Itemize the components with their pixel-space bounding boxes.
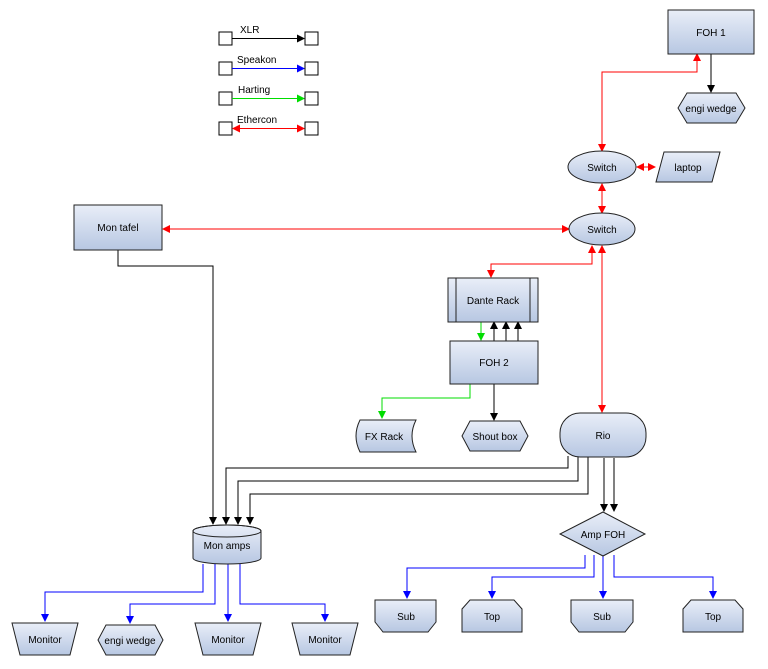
legend-harting-label: Harting <box>238 85 270 96</box>
node-mon-amps[interactable]: Mon amps <box>192 524 262 565</box>
node-amp-foh[interactable]: Amp FOH <box>558 511 647 557</box>
node-engi-wedge-bottom[interactable]: engi wedge <box>97 624 164 656</box>
node-monitor-2[interactable]: Monitor <box>194 622 262 656</box>
node-monitor-3-label: Monitor <box>308 635 342 646</box>
link-monamps-monitor1 <box>41 564 204 622</box>
link-montafel-monamps <box>117 250 217 525</box>
node-dante-rack-label: Dante Rack <box>467 296 520 307</box>
node-dante-rack-shape <box>447 277 539 323</box>
legend-speakon-target-box <box>304 61 319 76</box>
node-laptop-shape <box>655 151 721 183</box>
legend-harting: Harting <box>218 85 319 106</box>
node-foh1-label: FOH 1 <box>696 28 726 39</box>
link-ampfoh-top2 <box>613 555 717 599</box>
node-shout-box-shape <box>461 420 529 452</box>
node-fx-rack[interactable]: FX Rack <box>355 419 417 453</box>
connectors <box>41 53 717 624</box>
node-amp-foh-shape <box>558 511 647 557</box>
legend: XLR Speakon Harting Ethercon <box>218 25 319 136</box>
legend-xlr: XLR <box>218 25 319 46</box>
node-switch-1-shape <box>567 150 637 184</box>
node-mon-amps-top-rim <box>192 524 262 538</box>
node-sub-1-shape <box>374 599 437 633</box>
node-monitor-2-shape <box>194 622 262 656</box>
node-engi-wedge-bottom-shape <box>97 624 164 656</box>
node-rio[interactable]: Rio <box>559 412 647 458</box>
legend-ethercon: Ethercon <box>218 115 319 136</box>
link-ampfoh-top1 <box>488 555 595 599</box>
link-rio-monamps-2 <box>234 456 579 525</box>
legend-xlr-target-box <box>304 31 319 46</box>
node-monitor-1-label: Monitor <box>28 635 62 646</box>
node-monitor-3[interactable]: Monitor <box>291 622 359 656</box>
legend-speakon: Speakon <box>218 55 319 76</box>
node-switch-1-label: Switch <box>587 163 616 174</box>
node-sub-2[interactable]: Sub <box>570 599 634 633</box>
legend-xlr-source-box <box>218 31 233 46</box>
node-mon-tafel-shape <box>73 204 163 251</box>
node-top-2-shape <box>682 599 744 633</box>
link-foh1-switch1 <box>598 53 701 152</box>
legend-ethercon-label: Ethercon <box>237 115 277 126</box>
node-monitor-1-shape <box>11 622 79 656</box>
node-engi-wedge-top-shape <box>677 92 746 124</box>
legend-ethercon-target-box <box>304 121 319 136</box>
legend-harting-target-box <box>304 91 319 106</box>
node-foh2[interactable]: FOH 2 <box>449 340 539 385</box>
node-foh2-label: FOH 2 <box>479 358 509 369</box>
node-top-1[interactable]: Top <box>461 599 523 633</box>
node-fx-rack-label: FX Rack <box>365 432 404 443</box>
node-rio-shape <box>559 412 647 458</box>
node-switch-2[interactable]: Switch <box>568 212 636 246</box>
node-fx-rack-shape <box>355 419 417 453</box>
legend-ethercon-source-box <box>218 121 233 136</box>
link-rio-monamps-1 <box>222 456 569 525</box>
node-foh1[interactable]: FOH 1 <box>667 9 755 55</box>
link-monamps-monitor3 <box>239 564 329 622</box>
node-laptop-label: laptop <box>674 163 702 174</box>
node-sub-1-label: Sub <box>397 612 415 623</box>
node-top-2-label: Top <box>705 612 722 623</box>
node-top-1-label: Top <box>484 612 501 623</box>
node-mon-tafel-label: Mon tafel <box>97 223 138 234</box>
link-ampfoh-sub1 <box>403 555 586 599</box>
node-sub-1[interactable]: Sub <box>374 599 437 633</box>
node-laptop[interactable]: laptop <box>655 151 721 183</box>
legend-xlr-label: XLR <box>240 25 259 36</box>
link-rio-monamps-3 <box>246 456 589 525</box>
legend-speakon-source-box <box>218 61 233 76</box>
node-engi-wedge-top-label: engi wedge <box>685 104 737 115</box>
node-dante-rack[interactable]: Dante Rack <box>447 277 539 323</box>
node-foh2-shape <box>449 340 539 385</box>
node-shout-box-label: Shout box <box>472 432 517 443</box>
node-switch-2-shape <box>568 212 636 246</box>
node-mon-amps-label: Mon amps <box>204 541 251 552</box>
node-sub-2-label: Sub <box>593 612 611 623</box>
node-engi-wedge-bottom-label: engi wedge <box>104 636 156 647</box>
node-monitor-3-shape <box>291 622 359 656</box>
node-shout-box[interactable]: Shout box <box>461 420 529 452</box>
node-switch-2-label: Switch <box>587 225 616 236</box>
node-mon-tafel[interactable]: Mon tafel <box>73 204 163 251</box>
link-foh2-fxrack <box>378 384 471 419</box>
node-foh1-shape <box>667 9 755 55</box>
node-top-2[interactable]: Top <box>682 599 744 633</box>
node-amp-foh-label: Amp FOH <box>581 530 625 541</box>
node-sub-2-shape <box>570 599 634 633</box>
nodes: FOH 1 engi wedge Switch laptop Switch Mo… <box>11 9 755 656</box>
node-monitor-1[interactable]: Monitor <box>11 622 79 656</box>
legend-speakon-label: Speakon <box>237 55 276 66</box>
node-top-1-shape <box>461 599 523 633</box>
node-switch-1[interactable]: Switch <box>567 150 637 184</box>
link-danterack-switch2 <box>487 245 596 278</box>
legend-harting-source-box <box>218 91 233 106</box>
node-rio-label: Rio <box>595 431 610 442</box>
link-monamps-engiwedge <box>126 564 216 624</box>
node-engi-wedge-top[interactable]: engi wedge <box>677 92 746 124</box>
node-monitor-2-label: Monitor <box>211 635 245 646</box>
